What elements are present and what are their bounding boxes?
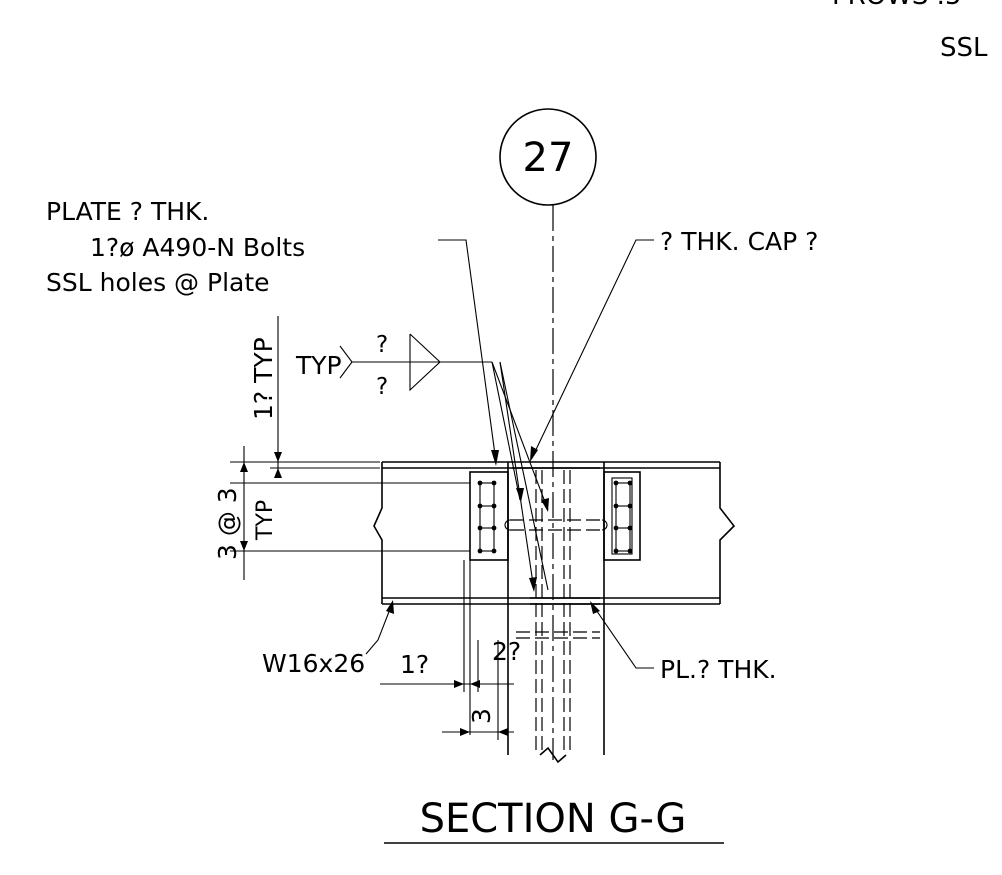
- section-title: SECTION G-G: [420, 796, 687, 842]
- vertical-typ-dimension: 1? TYP: [249, 337, 278, 420]
- detail-bubble-circle: [499, 108, 597, 206]
- cap-leader: [531, 239, 654, 459]
- corner-note-line1: PROWS .5: [832, 0, 962, 11]
- bolts-label: 1?ø A490-N Bolts: [90, 233, 305, 262]
- detail-number: 27: [523, 135, 574, 181]
- bolt-group-right: [613, 480, 633, 554]
- right-slot-outline: [611, 477, 633, 555]
- pl-leader: [591, 603, 654, 669]
- ssl-holes-label: SSL holes @ Plate: [46, 268, 270, 297]
- pl-thickness-label: PL.? THK.: [660, 655, 777, 684]
- bolts-leader-arrow: [491, 450, 499, 466]
- left-shear-plate: [469, 471, 509, 561]
- beam-size-label: W16x26: [262, 649, 365, 678]
- bolt-group-left: [477, 480, 497, 554]
- bolt-spacing-dimension: 3 @ 3: [213, 487, 242, 560]
- detail-bubble: 27: [499, 108, 597, 206]
- weld-tail: [339, 345, 353, 379]
- beam-leader: [365, 603, 393, 655]
- ssl-hole-slot: [504, 519, 608, 531]
- weld-size-bottom: ?: [376, 374, 388, 400]
- cap-leader-arrow: [530, 446, 538, 462]
- plate-thickness-label: PLATE ? THK.: [46, 197, 209, 226]
- horizontal-dimensions: [380, 560, 514, 740]
- cap-label: ? THK. CAP ?: [660, 227, 818, 256]
- right-shear-plate: [603, 471, 641, 561]
- weld-fillet-symbol: [409, 333, 441, 392]
- column: [507, 462, 605, 764]
- weld-size-top: ?: [376, 332, 388, 358]
- edge-distance-left: 1?: [400, 650, 429, 679]
- vertical-dimensions: [230, 316, 470, 580]
- gauge-dimension: 3: [467, 708, 496, 724]
- typ-small-label: TYP: [253, 500, 278, 541]
- bolts-leader: [438, 239, 497, 463]
- weld-typ-label: TYP: [295, 351, 342, 380]
- weld-symbol: TYP ? ?: [295, 332, 549, 592]
- edge-distance-right: 2?: [492, 637, 521, 666]
- corner-note-line2: SSL: [940, 33, 988, 63]
